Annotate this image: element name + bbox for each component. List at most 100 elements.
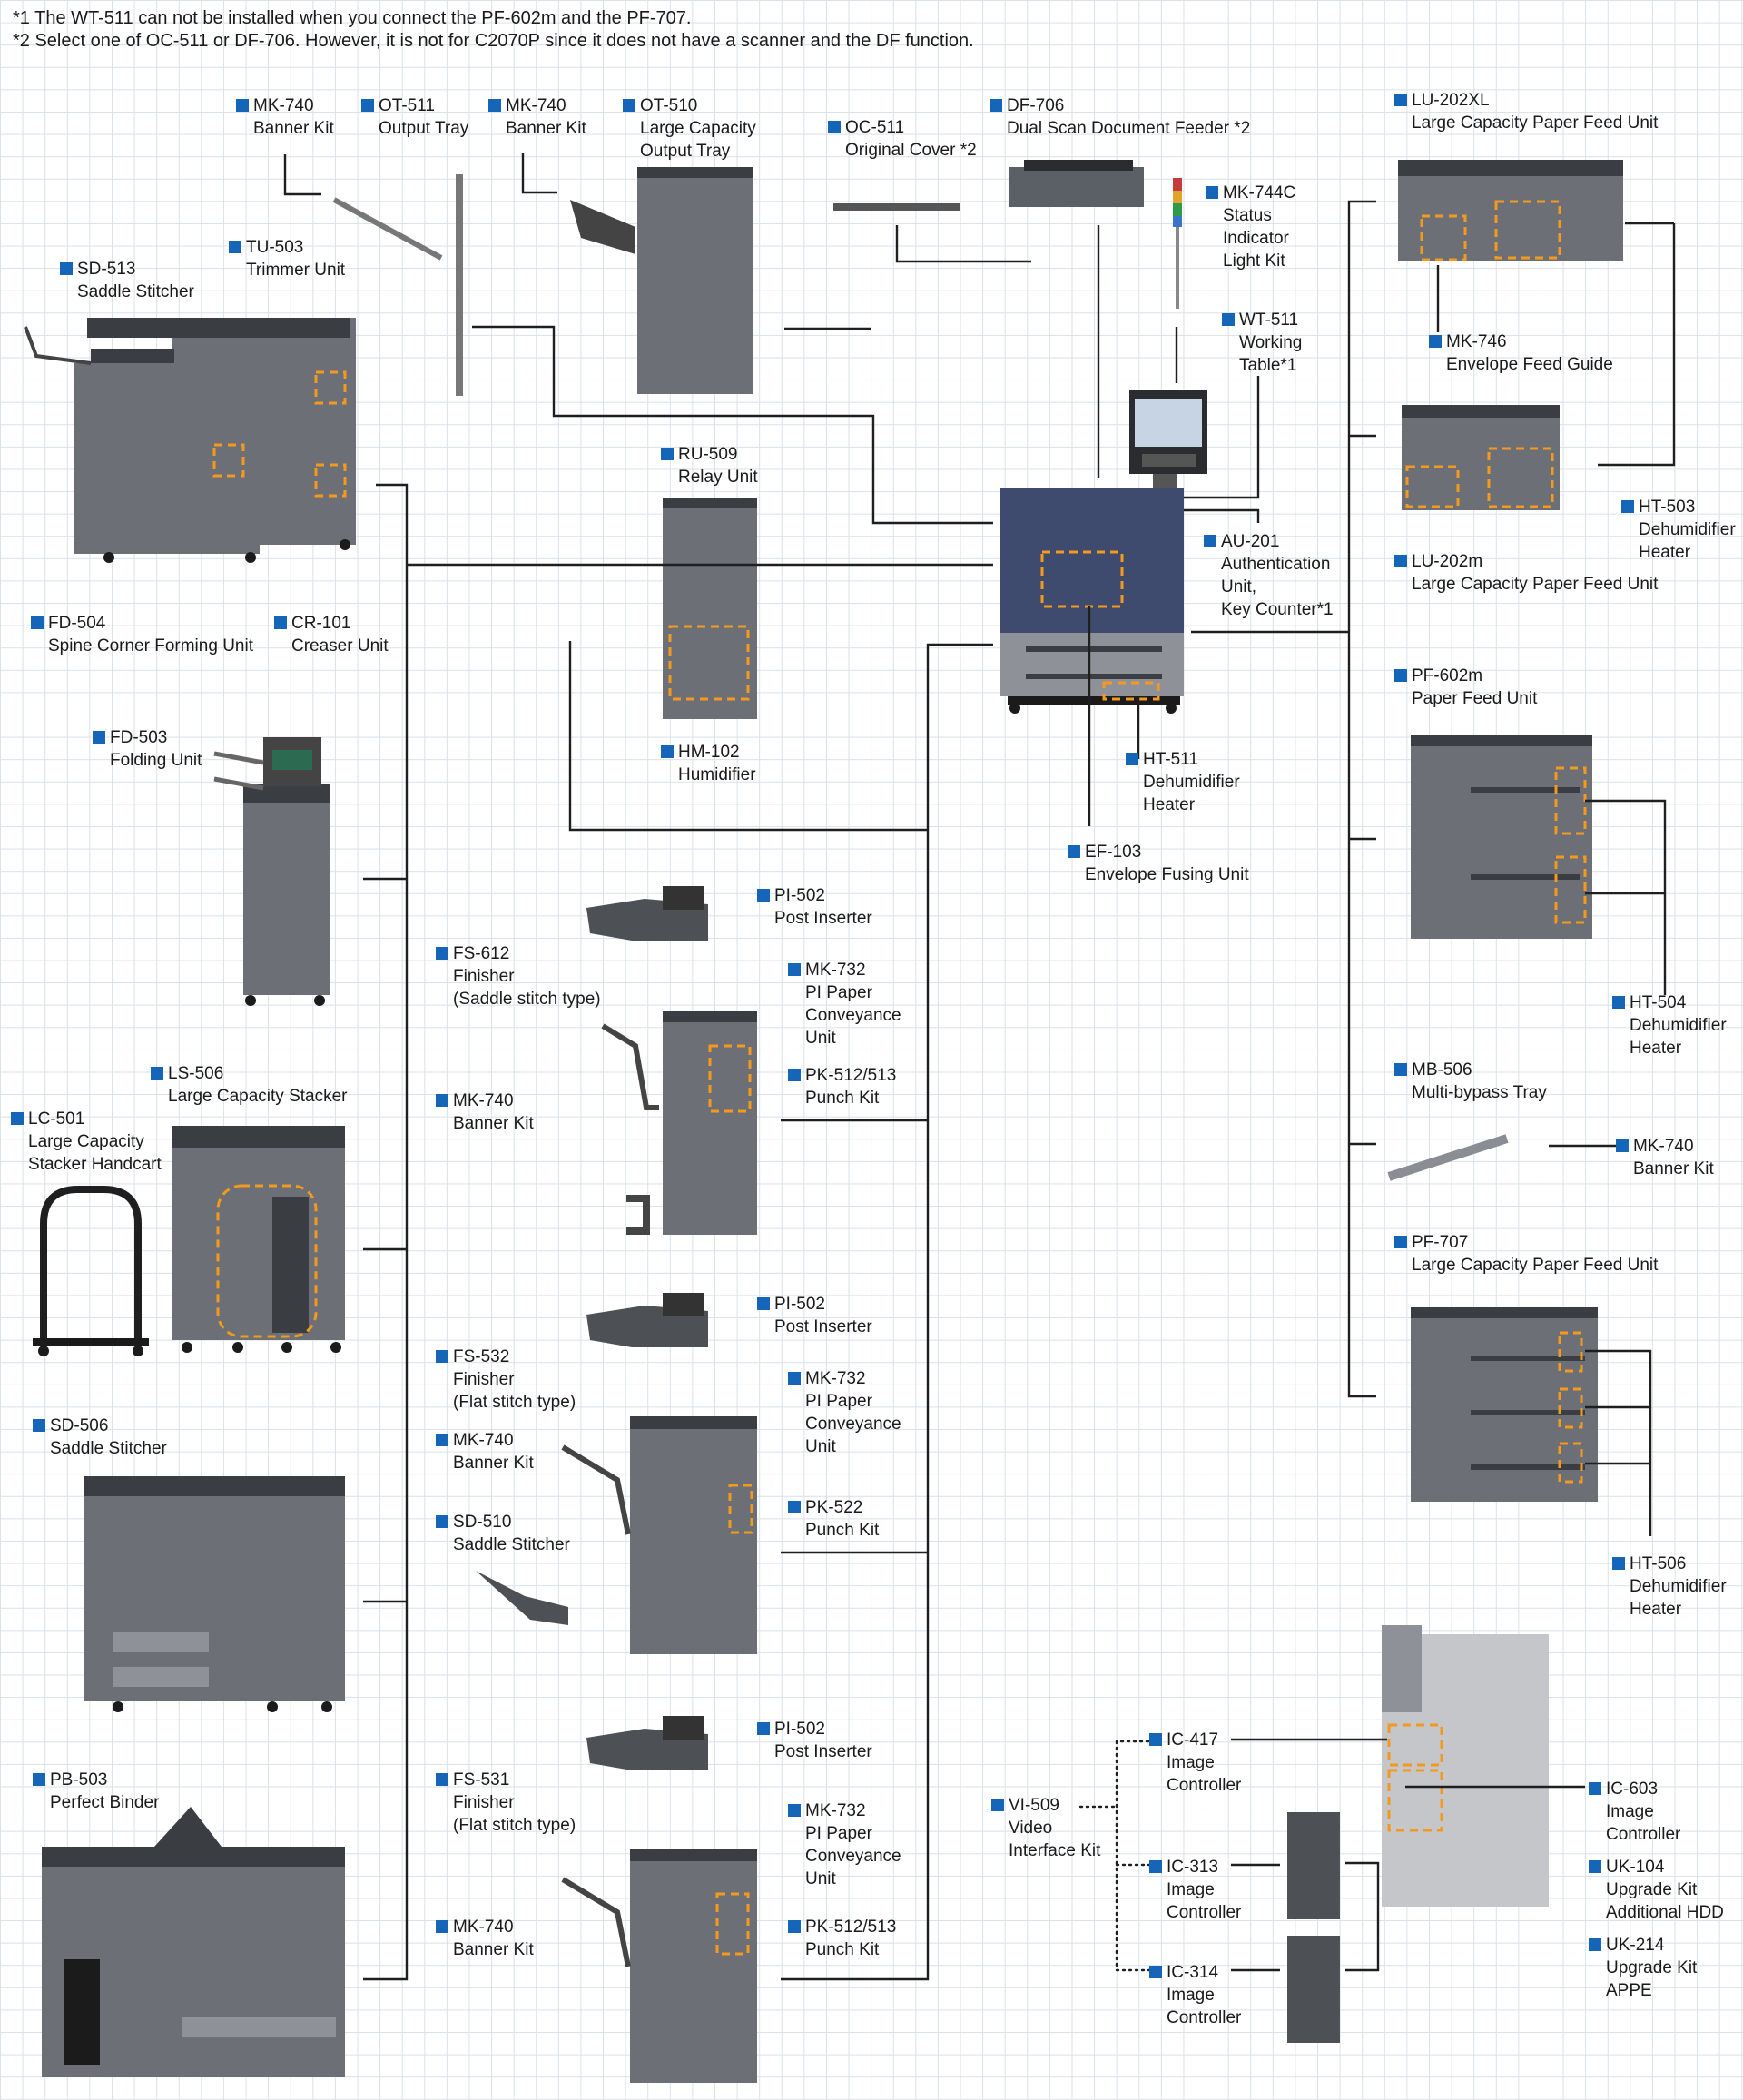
option-name: Original Cover *2 [845, 141, 977, 160]
option-name: Creaser Unit [291, 636, 389, 656]
option-code: CR-101 [274, 612, 389, 635]
option-vi509: VI-509 Video Interface Kit [991, 1794, 1100, 1862]
option-name: Banner Kit [506, 119, 586, 138]
option-name: Output Tray [640, 142, 731, 161]
option-au201: AU-201 Authentication Unit, Key Counter*… [1204, 530, 1334, 621]
option-code: LS-506 [151, 1062, 348, 1085]
option-ic314: IC-314 Image Controller [1149, 1961, 1241, 2029]
option-name: Upgrade Kit [1606, 1958, 1698, 1977]
option-ht506: HT-506 Dehumidifier Heater [1612, 1553, 1727, 1621]
option-name: Upgrade Kit [1606, 1880, 1698, 1899]
option-mk740-mid2: MK-740 Banner Kit [436, 1429, 534, 1474]
option-code: PB-503 [33, 1769, 159, 1791]
option-name: Indicator [1223, 229, 1289, 248]
option-fs612: FS-612 Finisher (Saddle stitch type) [436, 942, 601, 1011]
option-name: (Saddle stitch type) [453, 990, 601, 1009]
option-name: Heater [1143, 795, 1196, 814]
option-name: PI Paper [805, 983, 872, 1002]
option-code: WT-511 [1222, 309, 1302, 331]
option-code: MK-740 [436, 1429, 534, 1452]
option-code: HT-504 [1612, 991, 1727, 1014]
footnote-2: *2 Select one of OC-511 or DF-706. Howev… [13, 31, 974, 51]
option-name: Saddle Stitcher [50, 1439, 167, 1458]
option-pi502-b: PI-502 Post Inserter [757, 1293, 872, 1338]
option-ic313: IC-313 Image Controller [1149, 1856, 1241, 1924]
option-code: PI-502 [757, 884, 872, 907]
option-sd510: SD-510 Saddle Stitcher [436, 1511, 570, 1556]
option-name: Dehumidifier [1639, 520, 1736, 539]
option-mk740-right: MK-740 Banner Kit [1616, 1135, 1714, 1180]
option-code: SD-506 [33, 1415, 167, 1437]
option-code: PI-502 [757, 1718, 872, 1740]
option-code: FD-503 [93, 726, 202, 749]
option-name: Controller [1167, 2008, 1242, 2027]
option-name: PI Paper [805, 1392, 872, 1411]
option-mk732-b: MK-732 PI Paper Conveyance Unit [788, 1367, 901, 1458]
option-code: OT-510 [623, 94, 756, 117]
option-code: FS-532 [436, 1346, 576, 1368]
option-name: APPE [1606, 1981, 1652, 2000]
option-lc501: LC-501 Large Capacity Stacker Handcart [11, 1108, 162, 1176]
option-name: Image [1167, 1753, 1215, 1772]
option-name: Banner Kit [453, 1454, 534, 1473]
option-code: OT-511 [361, 94, 468, 117]
option-code: IC-603 [1589, 1778, 1680, 1800]
option-code: MK-740 [236, 94, 334, 117]
option-code: SD-510 [436, 1511, 570, 1533]
option-pb503: PB-503 Perfect Binder [33, 1769, 159, 1814]
option-name: Punch Kit [805, 1940, 880, 1959]
option-name: Saddle Stitcher [77, 282, 194, 301]
option-pf707: PF-707 Large Capacity Paper Feed Unit [1394, 1231, 1658, 1277]
option-name: Envelope Feed Guide [1446, 355, 1613, 374]
option-name: Finisher [453, 1793, 515, 1812]
option-code: MK-740 [436, 1089, 534, 1112]
option-pf602m: PF-602m Paper Feed Unit [1394, 665, 1537, 710]
option-name: Paper Feed Unit [1412, 689, 1538, 708]
option-uk104: UK-104 Upgrade Kit Additional HDD [1589, 1856, 1724, 1924]
option-code: LU-202m [1394, 550, 1658, 573]
option-code: MB-506 [1394, 1059, 1547, 1081]
option-name: Dehumidifier [1630, 1577, 1727, 1596]
option-code: VI-509 [991, 1794, 1100, 1817]
option-name: Conveyance [805, 1415, 901, 1434]
option-mk746: MK-746 Envelope Feed Guide [1429, 330, 1613, 376]
option-name: Spine Corner Forming Unit [48, 636, 253, 656]
option-code: UK-104 [1589, 1856, 1724, 1878]
option-name: Multi-bypass Tray [1412, 1083, 1547, 1102]
option-code: RU-509 [661, 443, 758, 466]
option-lu202xl: LU-202XL Large Capacity Paper Feed Unit [1394, 89, 1658, 134]
middle-finishers-images [476, 886, 757, 2083]
option-code: MK-740 [436, 1916, 534, 1938]
option-name: Conveyance [805, 1006, 901, 1025]
footnotes: *1 The WT-511 can not be installed when … [13, 7, 974, 53]
option-code: HT-511 [1126, 748, 1240, 771]
option-code: MK-732 [788, 1367, 901, 1390]
option-name: Finisher [453, 967, 515, 986]
option-code: IC-417 [1149, 1729, 1241, 1751]
option-wt511: WT-511 Working Table*1 [1222, 309, 1302, 377]
option-name: Large Capacity [28, 1132, 144, 1151]
option-name: Unit [805, 1869, 836, 1888]
option-hm102: HM-102 Humidifier [661, 741, 756, 786]
option-name: Authentication [1221, 555, 1331, 574]
option-name: Heater [1630, 1600, 1682, 1619]
controllers-images [1287, 1625, 1549, 2043]
left-finishers-images [24, 167, 757, 2077]
option-code: UK-214 [1589, 1934, 1697, 1957]
option-code: PF-707 [1394, 1231, 1658, 1254]
option-code: PI-502 [757, 1293, 872, 1316]
option-mk740-mid3: MK-740 Banner Kit [436, 1916, 534, 1961]
option-ot511: OT-511 Output Tray [361, 94, 468, 140]
option-name: Image [1606, 1802, 1654, 1821]
option-mk744c: MK-744C Status Indicator Light Kit [1206, 182, 1295, 272]
option-code: FS-612 [436, 942, 601, 965]
option-mk740-top1: MK-740 Banner Kit [236, 94, 334, 140]
option-name: Unit [805, 1437, 836, 1456]
option-ht503: HT-503 Dehumidifier Heater [1621, 496, 1736, 564]
option-name: Large Capacity Paper Feed Unit [1412, 1256, 1659, 1275]
option-name: Punch Kit [805, 1521, 880, 1540]
option-name: Controller [1167, 1903, 1242, 1922]
option-ht504: HT-504 Dehumidifier Heater [1612, 991, 1727, 1060]
option-name: Large Capacity Paper Feed Unit [1412, 113, 1659, 133]
option-name: Controller [1167, 1776, 1242, 1795]
